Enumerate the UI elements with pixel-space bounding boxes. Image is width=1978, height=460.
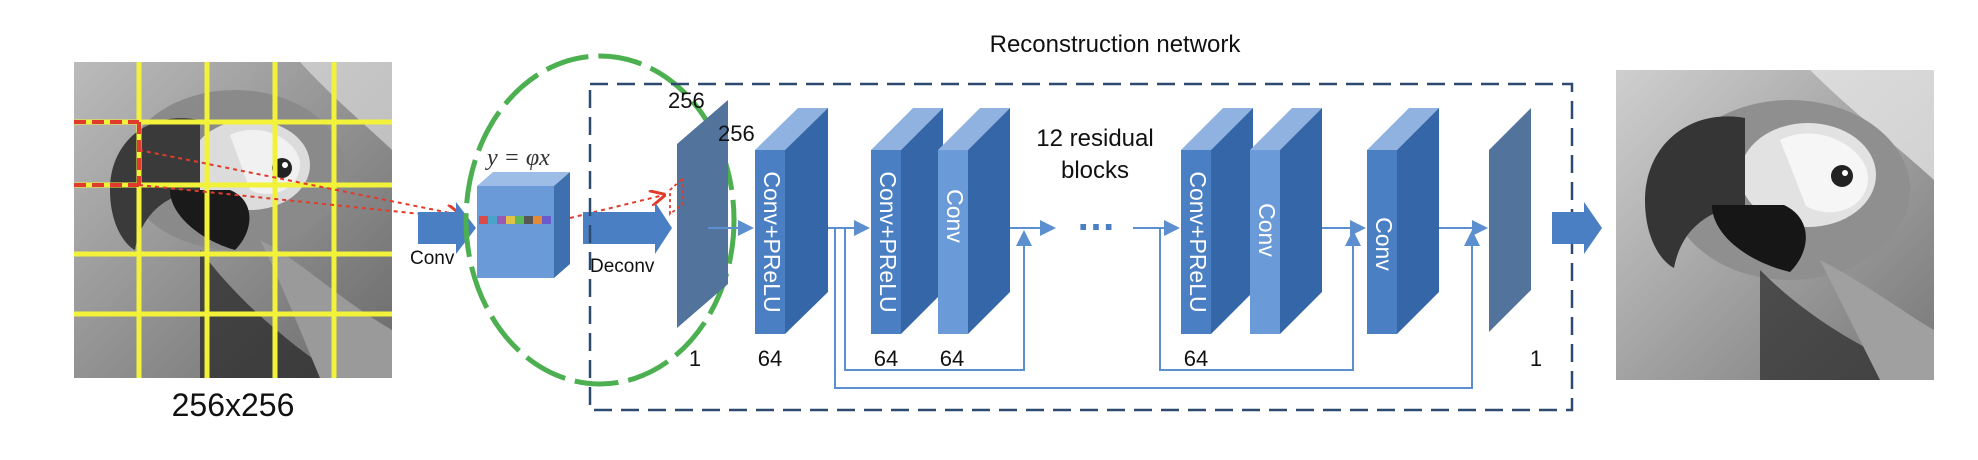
conv-label: Conv bbox=[410, 248, 455, 269]
conv-arrow: Conv bbox=[410, 202, 476, 269]
block-6-label: Conv bbox=[1371, 217, 1397, 271]
block-1-channels: 64 bbox=[758, 346, 782, 371]
block-4-channels: 64 bbox=[1184, 346, 1208, 371]
equation: y = φx bbox=[485, 145, 550, 171]
output-arrow bbox=[1552, 202, 1602, 254]
dim-height-label: 256 bbox=[668, 88, 705, 113]
block-3-channels: 64 bbox=[940, 346, 964, 371]
input-size-label: 256x256 bbox=[172, 387, 295, 423]
measurement-module: y = φx bbox=[463, 53, 737, 387]
block-5-label: Conv bbox=[1254, 203, 1280, 257]
block-3-label: Conv bbox=[942, 189, 968, 243]
block-0-channels: 1 bbox=[689, 346, 701, 371]
residual-label-line2: blocks bbox=[1061, 157, 1129, 184]
block-2-channels: 64 bbox=[874, 346, 898, 371]
skip-connections bbox=[834, 228, 1480, 389]
block-conv-prelu-1: Conv+PReLU 64 bbox=[755, 108, 828, 371]
input-image: 256x256 bbox=[74, 62, 392, 423]
residual-label-line1: 12 residual bbox=[1036, 125, 1153, 152]
dim-width-label: 256 bbox=[718, 121, 755, 146]
block-7-channels: 1 bbox=[1530, 346, 1542, 371]
deconv-output-slab: 256 256 1 bbox=[668, 88, 755, 371]
block-conv-prelu-2: Conv+PReLU 64 bbox=[871, 108, 943, 371]
measurement-vector bbox=[479, 216, 551, 224]
block-2-label: Conv+PReLU bbox=[875, 171, 901, 312]
measurement-cube bbox=[477, 172, 570, 278]
block-1-label: Conv+PReLU bbox=[759, 171, 785, 312]
ellipsis: … bbox=[1076, 195, 1116, 239]
block-4-label: Conv+PReLU bbox=[1185, 171, 1211, 312]
block-conv-5: Conv bbox=[1250, 108, 1322, 334]
deconv-label: Deconv bbox=[590, 256, 655, 277]
measurement-circle bbox=[463, 53, 737, 387]
block-conv-3: Conv 64 bbox=[938, 108, 1010, 371]
network-title: Reconstruction network bbox=[990, 31, 1242, 58]
reconstruction-network-box bbox=[588, 82, 1574, 412]
red-projection-lines bbox=[138, 149, 460, 218]
block-conv-prelu-4: Conv+PReLU 64 bbox=[1181, 108, 1253, 371]
deconv-arrow: Deconv bbox=[583, 202, 672, 277]
input-grid bbox=[74, 62, 392, 378]
output-image bbox=[1616, 70, 1934, 380]
block-conv-6: Conv bbox=[1367, 108, 1439, 334]
output-slab: 1 bbox=[1489, 108, 1542, 371]
red-patch bbox=[74, 120, 141, 187]
